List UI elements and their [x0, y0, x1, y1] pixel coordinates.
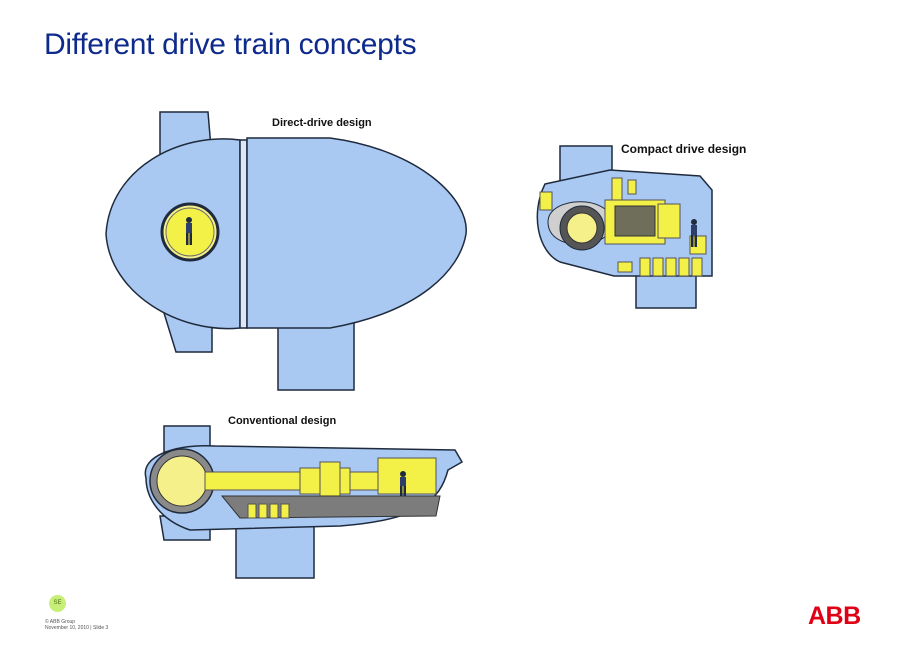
- footer-badge: SE: [49, 595, 66, 612]
- footer-date-slide: November 10, 2010 | Slide 3: [45, 625, 109, 631]
- footer-copyright: © ABB Group: [45, 619, 76, 625]
- compact-drive-figure: [536, 145, 713, 309]
- direct-drive-figure: [105, 111, 467, 391]
- compact-drive-caption: Compact drive design: [621, 142, 747, 156]
- conventional-caption: Conventional design: [228, 415, 337, 427]
- conventional-figure: [144, 425, 464, 579]
- direct-drive-caption: Direct-drive design: [272, 117, 372, 129]
- footer-text: © ABB Group November 10, 2010 | Slide 3: [45, 619, 108, 631]
- slide-title: Different drive train concepts: [44, 28, 417, 61]
- abb-logo: ABB: [808, 602, 861, 630]
